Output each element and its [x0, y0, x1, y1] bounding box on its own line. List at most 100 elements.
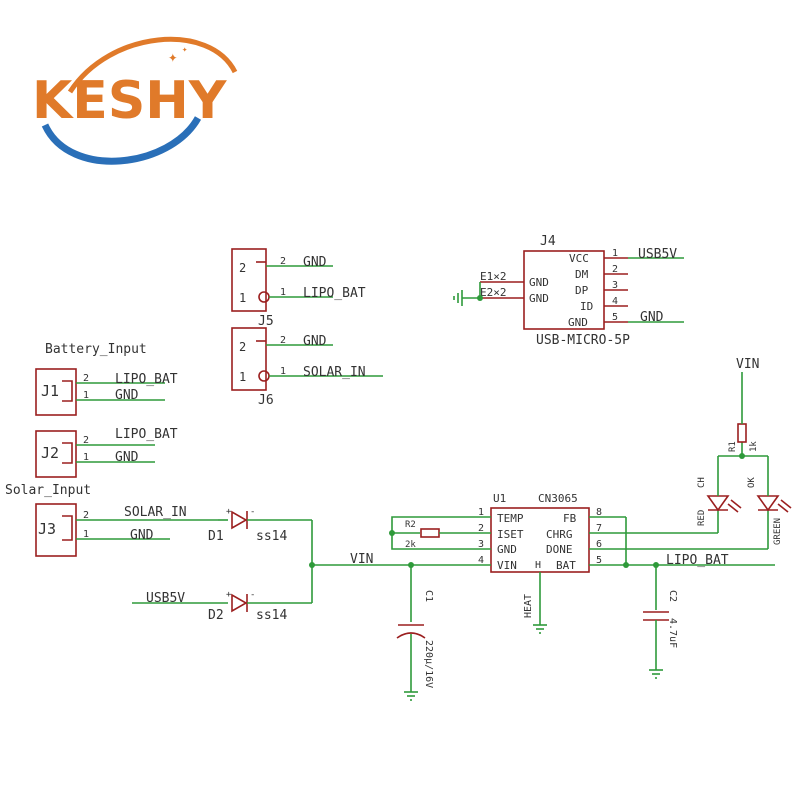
j4-e1-label: E1×2	[480, 270, 507, 283]
logo-star-2: ✦	[182, 45, 188, 55]
j2-pin1-net: GND	[115, 450, 139, 465]
svg-text:+: +	[226, 507, 232, 517]
connector-j1: J1 2 1 LIPO_BAT GND	[35, 368, 178, 416]
u1-label: U1	[493, 492, 506, 505]
j4-pin-dp: DP	[575, 284, 589, 297]
led-red-label: RED	[697, 510, 707, 526]
j2-label: J2	[41, 444, 59, 462]
c2-value: 4.7uF	[667, 618, 678, 648]
j3-pin1-net: GND	[130, 528, 154, 543]
r2-value: 2k	[405, 540, 416, 550]
svg-text:2: 2	[83, 510, 89, 521]
u1-pin-chrg: CHRG	[546, 528, 573, 541]
logo-text: KESHY	[32, 71, 228, 131]
connector-j3: J3 2 1 SOLAR_IN GND	[35, 503, 218, 557]
j3-label: J3	[38, 520, 56, 538]
svg-text:2: 2	[612, 264, 618, 275]
c2-label: C2	[667, 590, 678, 602]
j6-pin2-net: GND	[303, 334, 327, 349]
resistor-r1: R1 1k	[728, 372, 759, 456]
svg-text:1: 1	[83, 452, 89, 463]
j4-gnd-a: GND	[529, 276, 549, 289]
j4-pin-dm: DM	[575, 268, 589, 281]
led-ch-label: CH	[697, 477, 707, 488]
u1-pin-done: DONE	[546, 543, 573, 556]
u1-pin-bat: BAT	[556, 559, 576, 572]
u1-pin-gnd: GND	[497, 543, 517, 556]
svg-text:6: 6	[596, 539, 602, 550]
heat-label: HEAT	[523, 594, 534, 618]
j1-pin1-net: GND	[115, 388, 139, 403]
solar-input-label: Solar_Input	[5, 483, 91, 498]
connector-j4-usb: J4 GND GND VCC DM DP ID GND 1 2 3 4 5 US…	[453, 234, 684, 348]
keshy-logo: ✦ ✦ KESHY	[32, 36, 238, 165]
r2-label: R2	[405, 520, 416, 530]
battery-input-label: Battery_Input	[45, 342, 147, 357]
svg-text:2: 2	[280, 256, 286, 267]
svg-text:1: 1	[239, 291, 246, 305]
j4-pin-gnd: GND	[568, 316, 588, 329]
u1-h: H	[535, 560, 541, 571]
led-red-ch: CH RED	[697, 477, 742, 526]
svg-text:1: 1	[478, 507, 484, 518]
svg-text:+: +	[226, 590, 232, 600]
svg-text:4: 4	[612, 296, 618, 307]
connector-j2: J2 2 1 LIPO_BAT GND	[35, 427, 178, 478]
capacitor-c2: C2 4.7uF	[643, 562, 678, 679]
svg-text:2: 2	[239, 261, 246, 275]
u1-part: CN3065	[538, 492, 578, 505]
j4-label: J4	[540, 234, 556, 249]
usb5v-net-label: USB5V	[146, 591, 185, 606]
svg-text:2: 2	[280, 335, 286, 346]
resistor-r2: R2 2k	[405, 520, 440, 550]
j5-label: J5	[258, 314, 274, 329]
led-green-ok: OK GREEN	[747, 477, 792, 545]
svg-text:3: 3	[612, 280, 618, 291]
logo-swoosh-top	[67, 36, 238, 94]
u1-pin-iset: ISET	[497, 528, 524, 541]
u1-pin-vin: VIN	[497, 559, 517, 572]
u1-pin-fb: FB	[563, 512, 577, 525]
j3-pin2-net: SOLAR_IN	[124, 505, 187, 520]
j2-pin2-net: LIPO_BAT	[115, 427, 178, 442]
j4-e2-label: E2×2	[480, 286, 507, 299]
svg-text:1: 1	[83, 390, 89, 401]
r1-value: 1k	[749, 441, 759, 452]
svg-text:2: 2	[83, 373, 89, 384]
svg-text:1: 1	[280, 287, 286, 298]
d2-label: D2	[208, 608, 224, 623]
c1-value: 220µ/16V	[423, 640, 434, 688]
svg-text:1: 1	[83, 529, 89, 540]
j5-pin2-net: GND	[303, 255, 327, 270]
svg-text:7: 7	[596, 523, 602, 534]
svg-text:1: 1	[612, 248, 618, 259]
j1-label: J1	[41, 382, 59, 400]
svg-text:5: 5	[596, 555, 602, 566]
j5-pin1-net: LIPO_BAT	[303, 286, 366, 301]
svg-text:1: 1	[239, 370, 246, 384]
c1-label: C1	[423, 590, 434, 602]
led-green-label: GREEN	[773, 518, 783, 545]
logo-swoosh-bottom	[41, 116, 202, 165]
capacitor-c1: C1 220µ/16V	[396, 562, 434, 701]
svg-text:2: 2	[239, 340, 246, 354]
j6-pin1-net: SOLAR_IN	[303, 365, 366, 380]
vin-net-label: VIN	[350, 552, 373, 567]
diode-d2: USB5V + - D2 ss14	[132, 590, 312, 623]
j4-pin-id: ID	[580, 300, 593, 313]
lipo-bat-net-label: LIPO_BAT	[666, 553, 729, 568]
svg-text:-: -	[250, 590, 255, 600]
svg-text:8: 8	[596, 507, 602, 518]
svg-text:2: 2	[83, 435, 89, 446]
svg-text:1: 1	[280, 366, 286, 377]
d1-label: D1	[208, 529, 224, 544]
led-ok-label: OK	[747, 477, 757, 488]
j4-gnd-net: GND	[640, 310, 664, 325]
svg-text:2: 2	[478, 523, 484, 534]
u1-pin-temp: TEMP	[497, 512, 524, 525]
logo-star: ✦	[168, 47, 178, 66]
svg-text:-: -	[250, 507, 255, 517]
j4-vcc-net: USB5V	[638, 247, 677, 262]
svg-text:3: 3	[478, 539, 484, 550]
connector-j6: 2 1 2 1 GND SOLAR_IN J6	[231, 327, 383, 408]
